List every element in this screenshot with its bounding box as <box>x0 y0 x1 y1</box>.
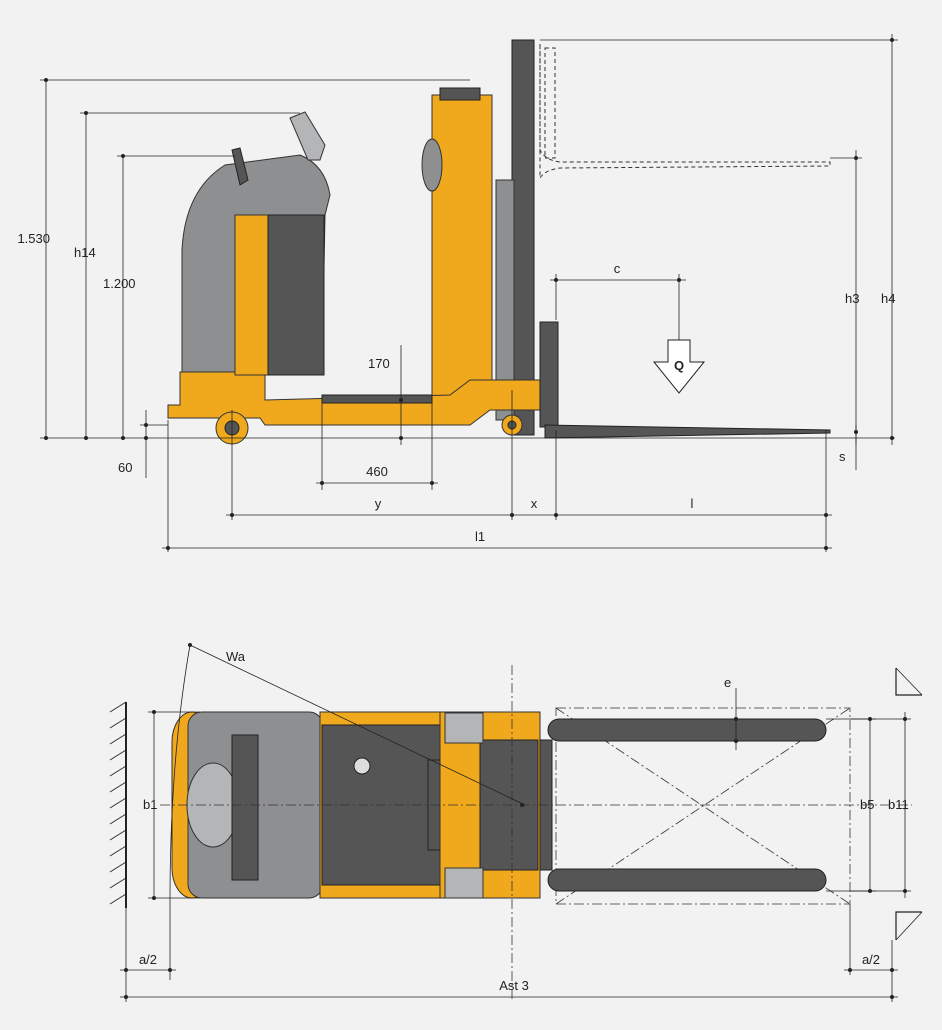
fork <box>544 424 831 439</box>
dim-wa: Wa <box>226 649 246 664</box>
load-symbol: Q <box>674 358 684 373</box>
wa-arc <box>169 644 191 980</box>
dim-60: 60 <box>118 460 132 475</box>
platform-hole <box>353 757 371 775</box>
dim-b1: b1 <box>143 797 157 812</box>
dim-c: c <box>614 261 621 276</box>
mast <box>511 39 535 436</box>
raised-carriage-outline <box>544 47 556 159</box>
dim-a2-right: a/2 <box>862 952 880 967</box>
dim-h3: h3 <box>845 291 859 306</box>
side-handle <box>231 147 249 186</box>
dim-1530: 1.530 <box>17 231 50 246</box>
dim-b11: b11 <box>888 797 909 812</box>
platform-floor <box>321 394 433 404</box>
corner-mark-top <box>895 668 922 696</box>
control-handle <box>289 111 326 161</box>
load-wheel-right <box>444 867 484 899</box>
battery-panel <box>267 214 325 376</box>
mast-top-cap <box>439 87 481 101</box>
dim-1200: 1.200 <box>103 276 136 291</box>
mast-mirror <box>421 138 443 192</box>
dim-e: e <box>724 675 731 690</box>
dim-l: l <box>691 496 694 511</box>
cab-console <box>231 734 259 881</box>
dim-h4: h4 <box>881 291 895 306</box>
dim-460: 460 <box>366 464 388 479</box>
top-view: Wa e b1 b5 b11 a/2 <box>109 643 923 1002</box>
cab-yellow-panel <box>234 214 270 376</box>
mast-housing <box>431 94 493 406</box>
cab-seat <box>186 762 240 848</box>
load-outline <box>555 707 851 905</box>
fork-carriage <box>539 321 559 428</box>
dim-170: 170 <box>368 356 390 371</box>
raised-fork-outline <box>539 44 831 180</box>
dim-x: x <box>531 496 538 511</box>
fork-right <box>547 868 827 892</box>
load-arrow-icon <box>652 339 706 394</box>
fork-left <box>547 718 827 742</box>
side-view: Q 1.530 h14 1.200 60 170 460 <box>17 34 898 552</box>
dim-b5: b5 <box>860 797 874 812</box>
dim-l1: l1 <box>475 529 485 544</box>
load-wheel-left <box>444 712 484 744</box>
corner-mark-bottom <box>895 911 922 940</box>
dim-h14: h14 <box>74 245 96 260</box>
dim-ast3: Ast 3 <box>499 978 529 993</box>
dim-s: s <box>839 449 846 464</box>
dim-y: y <box>375 496 382 511</box>
dim-a2-left: a/2 <box>139 952 157 967</box>
